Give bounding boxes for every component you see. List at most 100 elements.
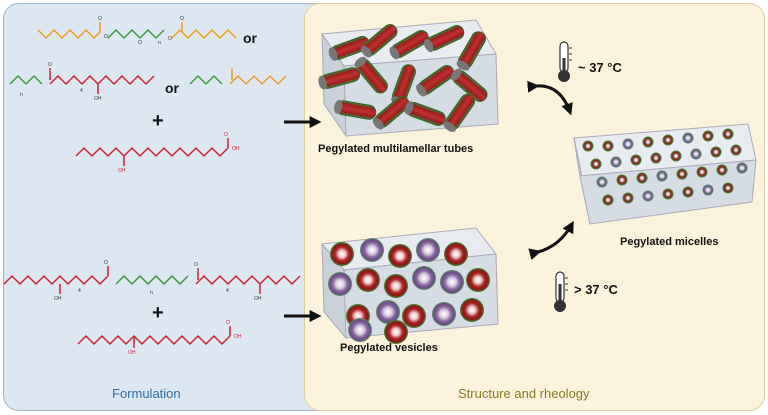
vesicle [376,300,400,324]
thermometer-top-icon [558,41,572,82]
vesicle [440,270,464,294]
micelle [702,130,714,142]
molecule-hydroxystearic-acid-bottom [77,326,231,348]
vesicle [330,242,354,266]
svg-text:O: O [104,260,108,266]
svg-text:n: n [150,290,153,296]
svg-text:OH: OH [254,296,262,302]
vesicle [416,238,440,262]
tubes-label: Pegylated multilamellar tubes [318,143,474,155]
vesicles-group [328,238,490,344]
micelles-label: Pegylated micelles [620,236,719,248]
micelle [682,186,694,198]
micelle [610,156,622,168]
formulation-title: Formulation [112,386,181,401]
svg-text:OH: OH [234,334,242,340]
micelle [630,154,642,166]
tube [416,65,455,97]
vesicle [466,268,490,292]
tube [389,30,429,60]
svg-text:OH: OH [94,96,102,102]
micelle [642,136,654,148]
micelle [736,162,748,174]
micelle [716,164,728,176]
micelle [582,140,594,152]
tube [456,31,486,71]
vesicle [402,304,426,328]
micelle [590,158,602,170]
svg-text:4: 4 [226,288,229,294]
vesicle [348,318,372,342]
tube [372,96,410,130]
molecule-hydroxystearic-acid-top [75,138,229,166]
svg-text:O: O [226,320,230,326]
micelle [656,170,668,182]
micelle [636,172,648,184]
tubes-group [318,24,488,132]
svg-text:4: 4 [78,288,81,294]
svg-text:n: n [20,92,23,98]
molecule-4-labels: O O OH OH n 4 4 [54,260,262,302]
micelle [690,148,702,160]
tube [354,56,388,94]
temperature-above-label: > 37 °C [574,282,618,297]
vesicle [328,272,352,296]
molecule-3-labels: O OH OH [118,132,240,174]
micelle [622,138,634,150]
micelle [662,188,674,200]
svg-text:OH: OH [118,168,126,174]
micelle [710,146,722,158]
connector-or-1: or [243,30,257,46]
micelle [702,184,714,196]
formulation-panel [3,3,333,411]
micelle [682,132,694,144]
tube [360,24,398,58]
tube [450,68,488,102]
micelle [650,152,662,164]
molecule-peg-diester-orange [37,22,237,40]
svg-text:OH: OH [54,296,62,302]
structure-rheology-title: Structure and rheology [458,386,590,401]
svg-text:O: O [194,262,198,268]
svg-text:O: O [138,40,142,46]
thermometer-bottom-icon [554,271,568,312]
svg-text:O: O [224,132,228,138]
svg-text:O: O [104,34,108,40]
micelle [722,128,734,140]
molecule-peg-stearate [189,68,287,86]
vesicle [432,302,456,326]
molecule-peg-di-hydroxystearate [3,266,301,294]
vesicle [388,244,412,268]
svg-text:O: O [48,62,52,68]
micelle [602,140,614,152]
vesicle [444,242,468,266]
micelle [730,144,742,156]
micelle [662,134,674,146]
transition-arrow-bottom [528,220,574,261]
connector-plus-1: + [152,110,164,132]
micelle [670,150,682,162]
vesicle [384,320,408,344]
tube [318,67,361,90]
molecule-peg-hydroxystearate [9,68,155,94]
svg-text:OH: OH [232,146,240,152]
micelle [722,182,734,194]
svg-text:O: O [180,16,184,22]
tube [424,25,465,53]
svg-text:O: O [168,36,172,42]
vesicle [412,266,436,290]
vesicle [384,274,408,298]
tube [443,93,475,132]
vesicle [460,298,484,322]
micelle [622,192,634,204]
micelles-group [582,128,748,206]
svg-text:n: n [158,40,161,46]
vesicle [360,238,384,262]
transition-arrow-top [527,80,573,116]
temperature-approx-label: ~ 37 °C [578,60,622,75]
